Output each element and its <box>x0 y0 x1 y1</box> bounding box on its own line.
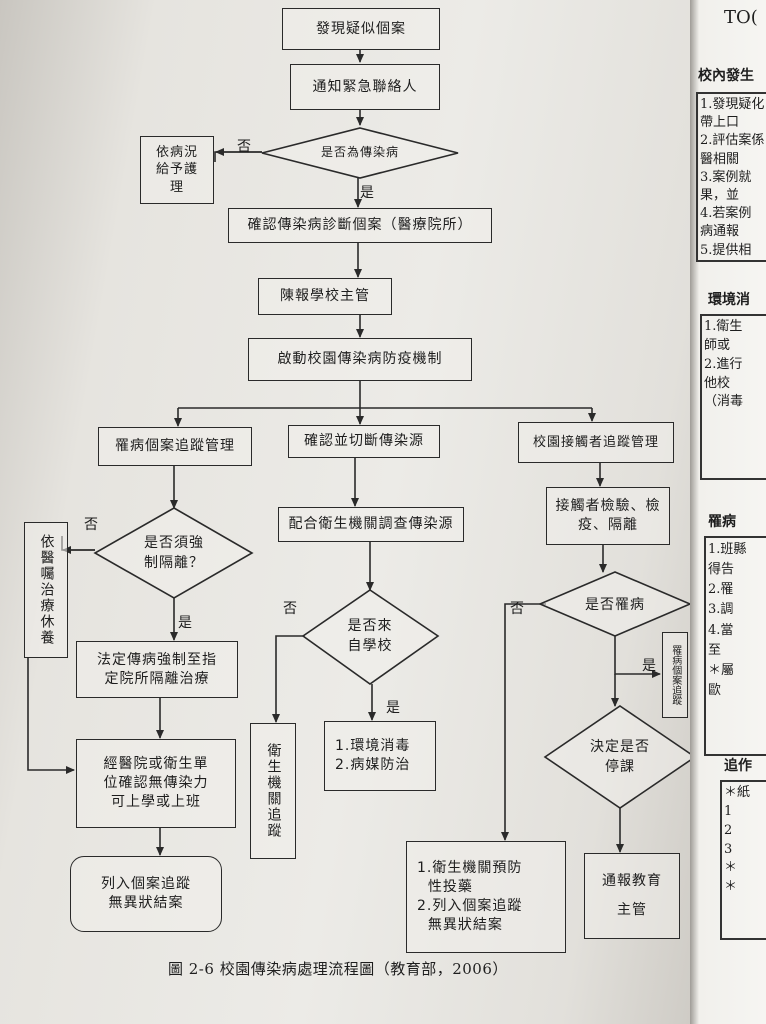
decision-diamond-isolation <box>93 507 254 599</box>
section-title: 追作 <box>724 758 752 774</box>
node-contact-test: 接觸者檢驗、檢 疫、隔離 <box>546 487 670 545</box>
node-notify-contact: 通知緊急聯絡人 <box>290 64 440 110</box>
section-box: ＊紙 1 2 3 ＊ ＊ <box>720 780 766 940</box>
node-case-tracking: 罹病個案追蹤管理 <box>98 427 252 466</box>
section-box: 1.發現疑化 帶上口 2.評估案係 醫相關 3.案例就 果，並 4.若案例 病通… <box>696 92 766 262</box>
node-contact-tracking: 校園接觸者追蹤管理 <box>518 422 674 463</box>
decision-from-school-text: 是否來 自學校 <box>347 617 393 654</box>
connector <box>501 603 546 841</box>
node-confirm-source: 確認並切斷傳染源 <box>288 425 440 458</box>
decision-diamond-suspend <box>543 705 697 809</box>
decision-sick-text: 是否罹病 <box>585 596 645 613</box>
node-close-case: 列入個案追蹤 無異狀結案 <box>70 856 222 932</box>
right-page: TO( 校內發生 1.發現疑化 帶上口 2.評估案係 醫相關 3.案例就 果，並… <box>690 0 766 1024</box>
section-title: 環境消 <box>708 292 750 308</box>
connector <box>272 635 305 723</box>
section-lines: 1.發現疑化 帶上口 2.評估案係 醫相關 3.案例就 果，並 4.若案例 病通… <box>700 97 765 258</box>
decision-isolation-text: 是否須強 制隔離？ <box>144 534 204 571</box>
node-care: 依病況 給予護 理 <box>140 136 214 204</box>
section-lines: 1.班縣 得告 2.罹 3.調 4.當 至 ＊屬 歐 <box>708 542 747 698</box>
label-no: 否 <box>84 517 98 533</box>
decision-infectious-text: 是否為傳染病 <box>320 145 399 160</box>
node-cooperate-health: 配合衛生機關調查傳染源 <box>278 507 464 542</box>
section-title: 校內發生 <box>698 68 754 84</box>
node-activate-mechanism: 啟動校園傳染病防疫機制 <box>248 338 472 381</box>
label-yes: 是 <box>386 700 400 716</box>
label-yes: 是 <box>642 658 656 674</box>
section-lines: 1.衛生 師或 2.進行 他校 （消毒 <box>704 319 744 410</box>
label-no: 否 <box>237 139 251 155</box>
node-env-measures: 1.環境消毒 2.病媒防治 <box>324 721 436 791</box>
node-preventive-meds: 1.衛生機關預防 性投藥 2.列入個案追蹤 無異狀結案 <box>406 841 566 953</box>
decision-suspend-text: 決定是否 停課 <box>590 738 650 775</box>
decision-diamond-sick <box>537 571 693 637</box>
node-health-tracking: 衛生機關追蹤 <box>250 723 296 859</box>
corner-text: TO( <box>724 7 758 28</box>
figure-caption: 圖 2-6 校園傳染病處理流程圖（教育部，2006） <box>168 960 508 978</box>
decision-diamond-infectious <box>261 127 459 179</box>
node-confirm-case: 確認傳染病診斷個案（醫療院所） <box>228 208 492 243</box>
node-confirmed-safe: 經醫院或衛生單 位確認無傳染力 可上學或上班 <box>76 739 236 828</box>
label-yes: 是 <box>360 185 374 201</box>
label-yes: 是 <box>178 615 192 631</box>
section-lines: ＊紙 1 2 3 ＊ ＊ <box>724 785 751 895</box>
node-sick-tracking: 罹病個案追蹤 <box>662 632 688 718</box>
section-title: 罹病 <box>708 514 736 530</box>
node-legal-isolation: 法定傳病強制至指 定院所隔離治療 <box>76 641 238 698</box>
node-report-principal: 陳報學校主管 <box>258 278 392 315</box>
section-box: 1.衛生 師或 2.進行 他校 （消毒 <box>700 314 766 480</box>
node-discover-suspected: 發現疑似個案 <box>282 8 440 50</box>
label-no: 否 <box>283 601 297 617</box>
section-box: 1.班縣 得告 2.罹 3.調 4.當 至 ＊屬 歐 <box>704 536 766 756</box>
connector <box>27 658 75 774</box>
decision-diamond-from-school <box>301 589 440 685</box>
label-no: 否 <box>510 601 524 617</box>
node-follow-doctor: 依醫囑治療休養 <box>24 522 68 658</box>
node-notify-education: 通報教育 主管 <box>584 853 680 939</box>
